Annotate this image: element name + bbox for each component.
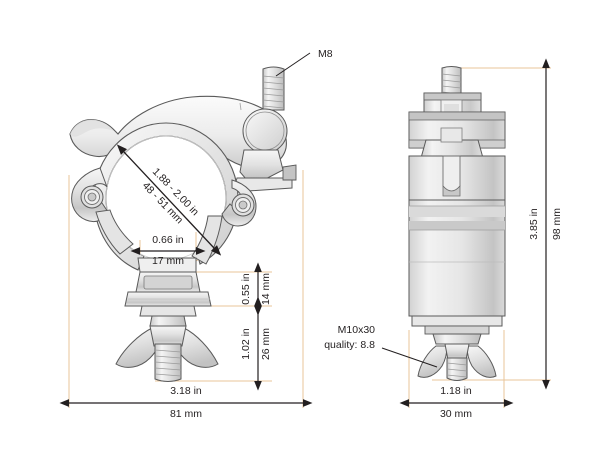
dim-overall-height: 3.85 in 98 mm <box>528 58 563 390</box>
bolt-length-mm: 26 mm <box>260 328 272 360</box>
jaw-width-mm: 17 mm <box>152 255 184 267</box>
dim-body-depth: 1.18 in 30 mm <box>399 385 514 420</box>
side-wing-nut-bolt <box>417 333 497 381</box>
jaw-width-inches: 0.66 in <box>152 234 184 246</box>
dim-bolt-length: 1.02 in 26 mm <box>240 296 272 391</box>
overall-width-mm: 81 mm <box>170 408 202 420</box>
quick-release-lever <box>69 95 288 169</box>
overall-height-mm: 98 mm <box>551 208 563 240</box>
side-bolt-head <box>420 127 484 159</box>
body-depth-mm: 30 mm <box>440 408 472 420</box>
side-view <box>408 66 506 381</box>
lower-jaw-block <box>124 257 212 307</box>
side-bottom-plate <box>411 315 503 335</box>
lower-block-height-mm: 14 mm <box>260 273 272 305</box>
front-view <box>69 66 297 382</box>
dim-overall-width: 3.18 in 81 mm <box>59 385 313 420</box>
lever-link-plate <box>232 149 297 193</box>
wing-nut-bolt-assembly <box>115 305 219 382</box>
bolt-length-inches: 1.02 in <box>240 328 252 360</box>
side-middle-body <box>408 155 506 207</box>
bolt-spec-line2: quality: 8.8 <box>324 339 375 351</box>
m8-stud <box>262 66 285 111</box>
bolt-spec-line1: M10x30 <box>338 324 376 336</box>
side-lower-body <box>408 199 506 317</box>
dim-bolt-spec-callout: M10x30 quality: 8.8 <box>324 324 438 368</box>
overall-width-inches: 3.18 in <box>170 385 202 397</box>
dim-m8-callout: M8 <box>275 48 333 77</box>
m8-label: M8 <box>318 48 333 60</box>
overall-height-inches: 3.85 in <box>528 208 540 240</box>
lower-block-height-inches: 0.55 in <box>240 273 252 305</box>
dim-jaw-width: 0.66 in 17 mm <box>130 234 206 267</box>
body-depth-inches: 1.18 in <box>440 385 472 397</box>
